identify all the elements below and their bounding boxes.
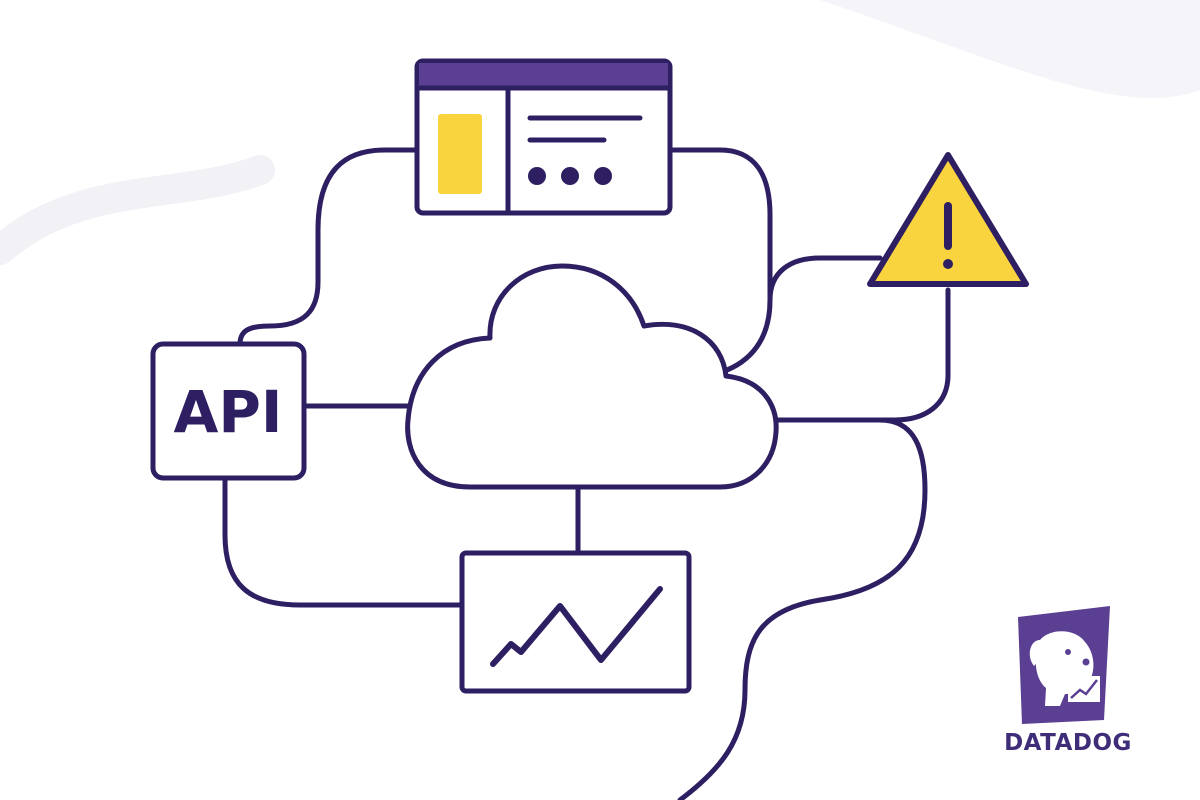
dashboard-window	[414, 58, 673, 216]
dog-ear	[1029, 640, 1041, 666]
connector-api-dashboard	[237, 147, 420, 347]
connector-lines	[222, 147, 951, 800]
connector-dashboard-cloud	[667, 147, 773, 375]
background-swoosh-lower	[0, 155, 275, 265]
warning-exclamation-dot	[943, 259, 953, 269]
window-dot-1	[528, 167, 546, 185]
window-title-bar	[419, 63, 668, 87]
connector-tail	[677, 417, 928, 800]
dog-nose	[1082, 658, 1090, 666]
window-sidebar-block	[438, 114, 482, 194]
connector-api-graph	[222, 475, 465, 608]
dog-chart-panel	[1068, 676, 1100, 702]
brand-name: DATADOG	[1004, 730, 1132, 756]
background-swoosh	[820, 0, 1200, 98]
graph-trend-line	[490, 586, 663, 667]
api-label: API	[174, 378, 283, 446]
api-node: API	[150, 341, 307, 481]
window-dot-2	[561, 167, 579, 185]
window-dot-3	[594, 167, 612, 185]
connector-cloud-alert	[767, 255, 883, 303]
connector-alert-cloud	[775, 287, 951, 423]
datadog-logo: DATADOG	[1004, 606, 1132, 756]
cloud-node	[405, 263, 779, 490]
dog-eye	[1065, 649, 1071, 655]
alert-warning-icon	[867, 152, 1029, 287]
dog-chart-line	[1070, 679, 1098, 699]
graph-node	[459, 550, 692, 694]
